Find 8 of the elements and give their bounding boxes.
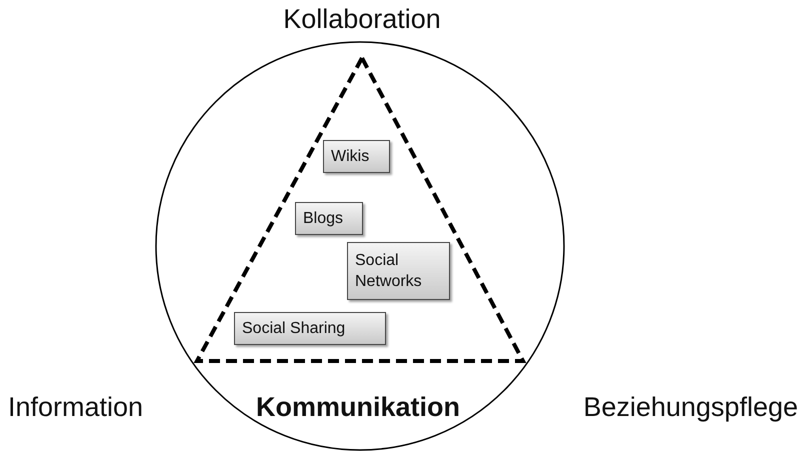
- corner-label: Information: [8, 392, 144, 423]
- corner-label: Kollaboration: [283, 4, 441, 35]
- category-box: Wikis: [323, 140, 390, 173]
- corner-label: Kommunikation: [256, 392, 460, 423]
- category-box: Blogs: [295, 202, 363, 235]
- category-box: Social Networks: [347, 242, 450, 300]
- corner-label: Beziehungspflege: [583, 392, 798, 423]
- category-box: Social Sharing: [234, 312, 386, 345]
